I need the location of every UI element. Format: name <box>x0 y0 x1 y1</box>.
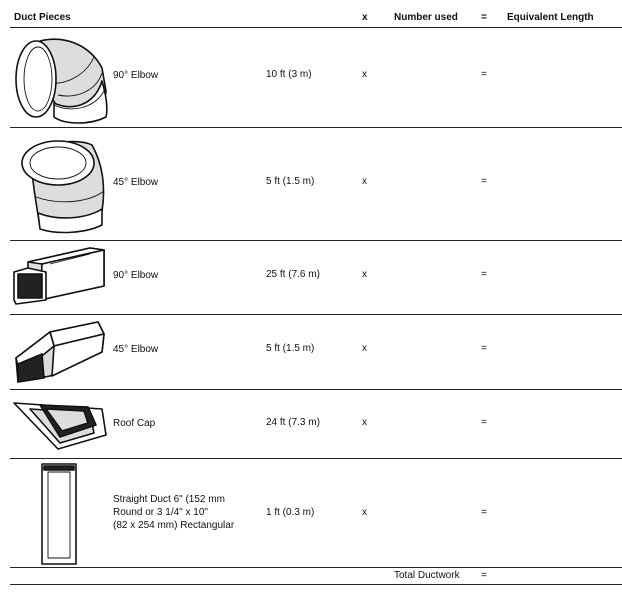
column-header-number-used: Number used <box>394 12 458 23</box>
equivalent-length-value: 5 ft (1.5 m) <box>266 176 315 187</box>
duct-piece-name-line: Round or 3 1/4" x 10" <box>113 507 208 518</box>
table-divider <box>10 314 622 315</box>
table-row: Straight Duct 6" (152 mm Round or 3 1/4"… <box>0 458 622 567</box>
duct-piece-name: 45° Elbow <box>113 177 159 188</box>
table-row: Roof Cap 24 ft (7.3 m) x = <box>0 389 622 458</box>
roof-cap-icon <box>13 402 107 450</box>
column-header-x: x <box>362 12 368 23</box>
round-45-elbow-icon <box>21 140 105 234</box>
table-row: 45° Elbow 5 ft (1.5 m) x = <box>0 127 622 240</box>
equivalent-length-value: 10 ft (3 m) <box>266 69 312 80</box>
straight-duct-icon <box>41 463 77 565</box>
table-divider <box>10 458 622 459</box>
duct-piece-name-line: Straight Duct 6" (152 mm <box>113 494 225 505</box>
equivalent-length-value: 1 ft (0.3 m) <box>266 507 315 518</box>
equals-sign: = <box>481 69 487 80</box>
rectangular-90-elbow-icon <box>13 247 105 305</box>
table-divider <box>10 567 622 568</box>
table-row: 90° Elbow 10 ft (3 m) x = <box>0 27 622 127</box>
total-equals-sign: = <box>481 570 487 581</box>
multiply-sign: x <box>362 343 367 354</box>
duct-piece-name: 90° Elbow <box>113 270 159 281</box>
total-ductwork-label: Total Ductwork <box>394 570 460 581</box>
table-row: 45° Elbow 5 ft (1.5 m) x = <box>0 314 622 389</box>
duct-piece-name: 90° Elbow <box>113 70 159 81</box>
equivalent-length-value: 25 ft (7.6 m) <box>266 269 320 280</box>
equals-sign: = <box>481 417 487 428</box>
table-divider <box>10 127 622 128</box>
equivalent-length-value: 5 ft (1.5 m) <box>266 343 315 354</box>
equivalent-length-value: 24 ft (7.3 m) <box>266 417 320 428</box>
column-header-equivalent-length: Equivalent Length <box>507 12 594 23</box>
table-divider <box>10 584 622 585</box>
column-header-equals: = <box>481 12 487 23</box>
multiply-sign: x <box>362 507 367 518</box>
duct-piece-name-line: (82 x 254 mm) Rectangular <box>113 520 235 531</box>
multiply-sign: x <box>362 269 367 280</box>
equals-sign: = <box>481 269 487 280</box>
duct-piece-name: 45° Elbow <box>113 344 159 355</box>
multiply-sign: x <box>362 417 367 428</box>
multiply-sign: x <box>362 69 367 80</box>
equals-sign: = <box>481 176 487 187</box>
table-divider <box>10 240 622 241</box>
rectangular-45-elbow-icon <box>15 321 105 383</box>
equals-sign: = <box>481 507 487 518</box>
column-header-duct-pieces: Duct Pieces <box>14 12 71 23</box>
table-divider <box>10 389 622 390</box>
duct-piece-name: Roof Cap <box>113 418 156 429</box>
table-divider <box>10 27 622 28</box>
table-row: 90° Elbow 25 ft (7.6 m) x = <box>0 240 622 314</box>
round-90-elbow-icon <box>15 38 108 124</box>
multiply-sign: x <box>362 176 367 187</box>
equals-sign: = <box>481 343 487 354</box>
